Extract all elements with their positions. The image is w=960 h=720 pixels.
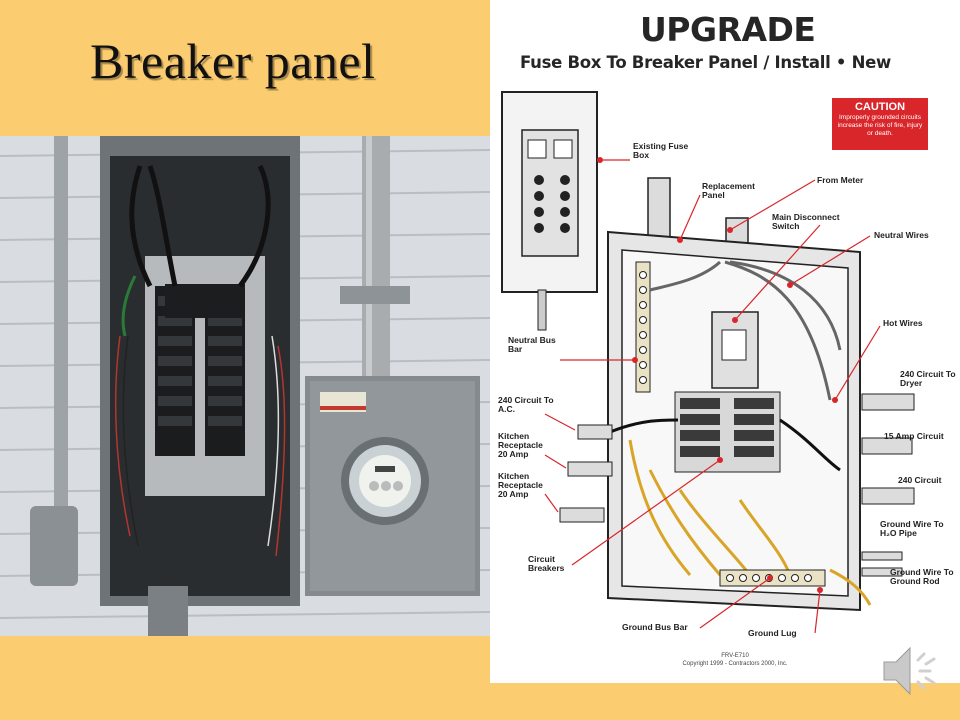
speaker-icon[interactable]: [880, 640, 940, 702]
label-ground-lug: Ground Lug: [748, 628, 797, 638]
diagram-subheading: Fuse Box To Breaker Panel / Install • Ne…: [520, 53, 891, 72]
label-kitchen-receptacle-1: Kitchen Receptacle 20 Amp: [498, 431, 543, 459]
breaker-panel-photo: [0, 136, 490, 636]
label-ground-wire-h2o: Ground Wire To H₂O Pipe: [880, 519, 944, 538]
label-neutral-wires: Neutral Wires: [874, 230, 929, 240]
breaker-diagram: UPGRADE Fuse Box To Breaker Panel / Inst…: [490, 0, 960, 683]
label-ground-wire-rod: Ground Wire To Ground Rod: [890, 567, 954, 586]
label-circuit-breakers: Circuit Breakers: [528, 554, 565, 573]
panel-drawing: [501, 91, 915, 634]
diagram-code: FRV-E710: [721, 653, 749, 659]
label-replacement-panel: Replacement Panel: [702, 181, 755, 200]
label-15-amp-circuit: 15 Amp Circuit: [884, 431, 944, 441]
diagram-copyright: Copyright 1999 - Contractors 2000, Inc.: [682, 661, 788, 667]
label-ground-bus-bar: Ground Bus Bar: [622, 622, 688, 632]
diagram-heading: UPGRADE: [640, 10, 816, 49]
label-neutral-bus-bar: Neutral Bus Bar: [508, 335, 556, 354]
label-main-disconnect: Main Disconnect Switch: [772, 212, 840, 231]
caution-box: CAUTION Improperly grounded circuits inc…: [832, 98, 928, 150]
label-from-meter: From Meter: [817, 175, 864, 185]
caution-text: Improperly grounded circuits increase th…: [837, 114, 923, 137]
caution-title: CAUTION: [854, 101, 906, 113]
label-240-circuit-dryer: 240 Circuit To Dryer: [900, 369, 956, 388]
label-hot-wires: Hot Wires: [883, 318, 923, 328]
label-240-circuit: 240 Circuit: [898, 475, 942, 485]
slide-title: Breaker panel: [90, 33, 376, 89]
label-240-circuit-ac: 240 Circuit To A.C.: [498, 395, 554, 414]
label-kitchen-receptacle-2: Kitchen Receptacle 20 Amp: [498, 471, 543, 499]
label-existing-fuse-box: Existing Fuse Box: [633, 141, 689, 160]
